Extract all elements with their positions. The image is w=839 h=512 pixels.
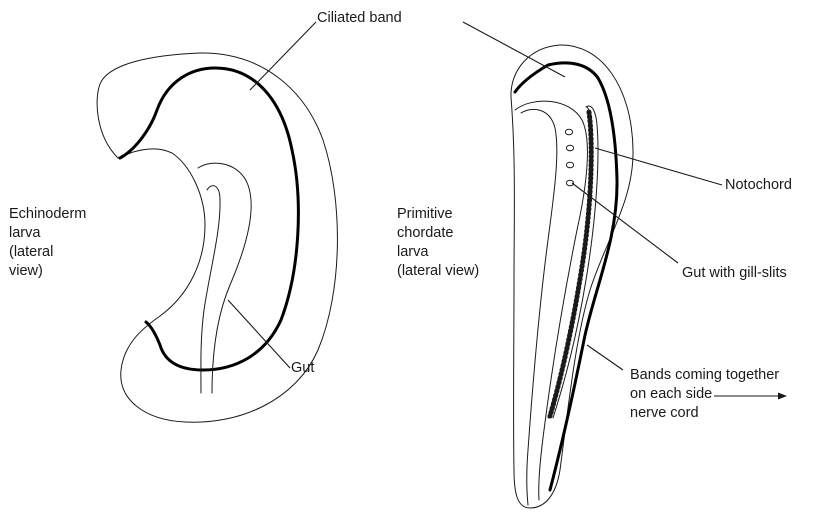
chordate-gut-inner	[521, 109, 557, 505]
label-line: Echinoderm	[9, 205, 86, 224]
nerve-cord-leader	[587, 345, 623, 370]
nerve-cord-label: Bands coming together on each side nerve…	[630, 366, 779, 423]
gut-gill-slits-label: Gut with gill-slits	[682, 264, 787, 283]
gill-slit	[566, 145, 573, 151]
ciliated-band-label: Ciliated band	[317, 9, 402, 28]
ciliated-band-leader-left	[250, 22, 316, 90]
notochord-label: Notochord	[725, 176, 792, 195]
gill-slit	[565, 129, 572, 135]
echinoderm-ciliated-band	[120, 68, 298, 370]
gut-label: Gut	[291, 359, 314, 378]
label-line: larva	[9, 224, 86, 243]
label-line: larva	[397, 243, 479, 262]
gut-leader	[228, 300, 290, 368]
label-line: (lateral	[9, 243, 86, 262]
ciliated-band-leader-right	[463, 22, 565, 77]
chordate-ciliated-band	[515, 63, 617, 490]
notochord-outline-b	[548, 107, 592, 418]
echinoderm-gut-inner	[201, 186, 220, 393]
chordate-larva-label: Primitive chordate larva (lateral view)	[397, 205, 479, 281]
label-line: Bands coming together	[630, 366, 779, 385]
label-line: nerve cord	[630, 404, 779, 423]
label-line: view)	[9, 262, 86, 281]
arrowhead-icon	[778, 393, 787, 400]
echinoderm-larva-label: Echinoderm larva (lateral view)	[9, 205, 86, 281]
chordate-larva	[511, 45, 633, 508]
label-line: Primitive	[397, 205, 479, 224]
label-line: chordate	[397, 224, 479, 243]
label-line: on each side	[630, 385, 779, 404]
label-line: (lateral view)	[397, 262, 479, 281]
gill-slit	[566, 162, 573, 168]
notochord-leader	[595, 148, 722, 185]
echinoderm-gut-outer	[198, 163, 251, 393]
